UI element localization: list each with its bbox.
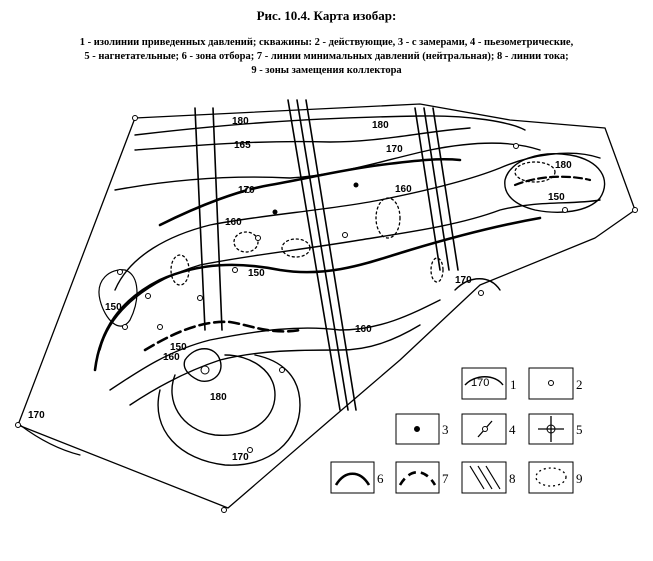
legend-num-1: 1: [510, 377, 517, 392]
figure-caption: 1 - изолинии приведенных давлений; скваж…: [10, 36, 643, 78]
map-label-170-south: 170: [232, 452, 249, 463]
isoline-160-south: [129, 324, 421, 406]
legend: [330, 367, 574, 494]
legend-num-8: 8: [509, 471, 516, 486]
depression-180: [171, 354, 276, 436]
well-active: [562, 207, 568, 213]
west-lobe: [98, 269, 138, 327]
caption-line-1: 1 - изолинии приведенных давлений; скваж…: [79, 37, 574, 48]
well-active: [513, 143, 519, 149]
well-active: [247, 447, 253, 453]
legend-box-1: [461, 367, 507, 400]
neutral-line-main: [93, 216, 542, 372]
map-label-170-center: 170: [238, 185, 255, 196]
isoline-180-southeast: [454, 278, 501, 291]
well-active: [279, 367, 285, 373]
map-label-160-sw: 160: [163, 352, 180, 363]
map-label-160-west: 160: [225, 217, 242, 228]
map-label-150-center: 150: [248, 268, 265, 279]
legend-box-8: [461, 461, 507, 494]
legend-box-9: [528, 461, 574, 494]
isoline-150-south: [109, 299, 441, 391]
well-active: [245, 187, 251, 193]
east-lobe-loop: [504, 153, 606, 213]
caption-line-3: 9 - зоны замещения коллектора: [251, 65, 402, 76]
isoline-170-north: [114, 142, 541, 191]
isoline-170-west: [19, 424, 81, 456]
streamlines-west: [194, 107, 223, 331]
figure-title: Рис. 10.4. Карта изобар:: [256, 8, 397, 23]
well-active: [145, 293, 151, 299]
caption-line-2: 5 - нагнетательные; 6 - зона отбора; 7 -…: [84, 51, 569, 62]
well-active: [117, 269, 123, 275]
depression-170: [157, 354, 301, 466]
streamlines-east: [414, 107, 459, 271]
well-active: [200, 365, 210, 375]
well-active: [197, 295, 203, 301]
isoline-150-mid: [99, 199, 601, 351]
legend-num-4: 4: [509, 422, 516, 437]
legend-num-6: 6: [377, 471, 384, 486]
well-active: [221, 507, 227, 513]
well-active: [632, 207, 638, 213]
map-label-180-south: 180: [210, 392, 227, 403]
well-active: [342, 232, 348, 238]
well-active: [132, 115, 138, 121]
well-measured: [272, 209, 278, 215]
map-label-170-se: 170: [455, 275, 472, 286]
map-label-180-east: 180: [555, 160, 572, 171]
legend-box-3: [395, 413, 440, 445]
substitution-zone-1: [375, 197, 401, 239]
map-boundary: [17, 103, 636, 509]
map-label-180-ne: 180: [372, 120, 389, 131]
legend-box-7: [395, 461, 440, 494]
legend-num-9: 9: [576, 471, 583, 486]
legend-num-2: 2: [576, 377, 583, 392]
legend-num-5: 5: [576, 422, 583, 437]
legend-num-3: 3: [442, 422, 449, 437]
well-active: [255, 235, 261, 241]
map-label-180-north: 180: [232, 116, 249, 127]
map-label-160-south: 160: [355, 324, 372, 335]
east-lobe-neutral: [513, 175, 592, 187]
map-label-170-west: 170: [28, 410, 45, 421]
map-label-150-east: 150: [548, 192, 565, 203]
legend-isoline-value: 170: [471, 377, 489, 389]
legend-num-7: 7: [442, 471, 449, 486]
map-label-160-east: 160: [395, 184, 412, 195]
isoline-165: [134, 127, 471, 151]
map-label-170-ne: 170: [386, 144, 403, 155]
legend-box-2: [528, 367, 574, 400]
isoline-180-north: [134, 115, 526, 136]
well-active: [478, 290, 484, 296]
substitution-zone-6: [514, 161, 556, 183]
substitution-zone-2: [281, 238, 311, 258]
neutral-line-south: [143, 320, 302, 352]
map-label-150-west: 150: [105, 302, 122, 313]
substitution-zone-3: [233, 231, 259, 253]
well-active: [157, 324, 163, 330]
map-label-165: 165: [234, 140, 251, 151]
well-measured: [353, 182, 359, 188]
legend-box-6: [330, 461, 375, 494]
substitution-zone-4: [170, 254, 190, 286]
legend-box-4: [461, 413, 507, 445]
legend-box-5: [528, 413, 574, 445]
well-active: [15, 422, 21, 428]
streamlines-center: [287, 99, 357, 411]
depression-inner: [183, 348, 222, 382]
map-label-150-sw: 150: [170, 342, 187, 353]
well-active: [122, 324, 128, 330]
neutral-line-north: [158, 157, 462, 227]
well-active: [232, 267, 238, 273]
substitution-zone-5: [430, 257, 444, 283]
